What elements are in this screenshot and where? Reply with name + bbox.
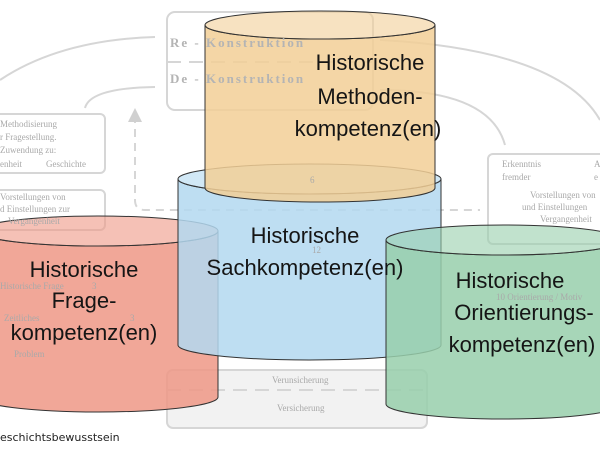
bg-number: 6 bbox=[310, 175, 315, 185]
cylinder-body bbox=[385, 239, 600, 420]
bg-versicherung: Versicherung bbox=[277, 403, 325, 413]
bg-right-col: fremder bbox=[502, 172, 530, 182]
bg-de-konstruktion: De - Konstruktion bbox=[170, 71, 305, 86]
frage-label-line: Historische bbox=[30, 257, 139, 282]
bg-left-small: Historische Frage bbox=[0, 281, 64, 291]
left-box bbox=[0, 113, 106, 174]
orientierung-label-line: kompetenz(en) bbox=[449, 332, 596, 357]
cylinder-top bbox=[204, 10, 436, 40]
bg-left-col: enheit bbox=[0, 159, 22, 169]
bg-verunsicherung: Verunsicherung bbox=[272, 375, 329, 385]
arrow-head bbox=[128, 108, 142, 122]
bg-right-small: 10 Orientierung / Motiv bbox=[496, 292, 583, 302]
bg-number: 3 bbox=[130, 313, 135, 323]
arrow-left bbox=[84, 86, 156, 109]
orientierung-label-line: Historische bbox=[456, 268, 565, 293]
bg-right2-line: Vergangenheit bbox=[540, 214, 592, 224]
bg-right-col: Erkenntnis bbox=[502, 159, 541, 169]
arrow-top-left bbox=[0, 36, 156, 81]
bg-re-konstruktion: Re - Konstruktion bbox=[170, 35, 305, 50]
methoden-label-line: kompetenz(en) bbox=[295, 116, 442, 141]
bg-left-small: Zeitliches bbox=[4, 313, 40, 323]
bg-right-col: e bbox=[594, 172, 598, 182]
frage-label-line: kompetenz(en) bbox=[11, 320, 158, 345]
orientierung-label-line: Orientierungs- bbox=[454, 300, 593, 325]
cylinder-frage bbox=[0, 215, 219, 413]
bg-right2-line: und Einstellungen bbox=[522, 202, 588, 212]
frage-label-line: Frage- bbox=[52, 288, 117, 313]
methoden-label-line: Historische bbox=[316, 50, 425, 75]
bg-left2-line: Vorstellungen von bbox=[0, 192, 66, 202]
bg-right2-line: Vorstellungen von bbox=[530, 190, 596, 200]
caption: eschichtsbewusstsein bbox=[0, 431, 120, 444]
sach-label-line: Historische bbox=[251, 223, 360, 248]
bg-left2-line: Vergangenheit bbox=[8, 216, 60, 226]
bg-number: 3 bbox=[92, 281, 97, 291]
methoden-label-line: Methoden- bbox=[317, 84, 422, 109]
bg-left-line: Zuwendung zu: bbox=[0, 145, 56, 155]
cylinder-methoden bbox=[204, 10, 436, 203]
bg-left-line: r Fragestellung. bbox=[0, 132, 57, 142]
sach-label-line: Sachkompetenz(en) bbox=[207, 255, 404, 280]
cylinder-orientierung bbox=[385, 224, 600, 420]
cylinder-top bbox=[385, 224, 600, 256]
bg-left2-line: d Einstellungen zur bbox=[0, 204, 70, 214]
bg-left-line: Methodisierung bbox=[0, 119, 57, 129]
bg-left-col: Geschichte bbox=[46, 159, 86, 169]
bg-left-small: Problem bbox=[14, 349, 45, 359]
bg-right-col: A bbox=[594, 159, 600, 169]
bg-number: 12 bbox=[312, 245, 321, 255]
dashed-arrow bbox=[134, 115, 480, 211]
